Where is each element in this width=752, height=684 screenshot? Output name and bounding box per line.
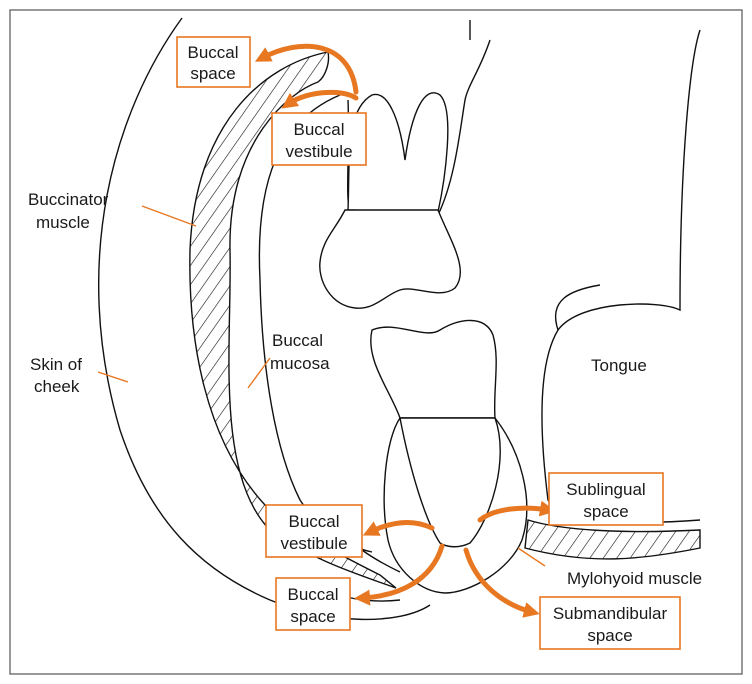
tongue-edge [556, 285, 600, 330]
arrow-to-lower-buccal-vestibule [370, 522, 432, 532]
label-buccal-vestibule-top-2: vestibule [285, 142, 352, 161]
label-sublingual-space-1: Sublingual [566, 480, 645, 499]
label-buccal-mucosa-2: mucosa [270, 354, 330, 373]
lower-tooth-root [400, 418, 500, 547]
arrow-to-sublingual-space [480, 508, 548, 520]
label-skin-of-cheek-2: cheek [34, 377, 80, 396]
label-mylohyoid-muscle: Mylohyoid muscle [567, 569, 702, 588]
label-buccal-space-bottom-1: Buccal [287, 585, 338, 604]
label-tongue: Tongue [591, 356, 647, 375]
label-buccal-space-bottom-2: space [290, 607, 335, 626]
label-buccal-vestibule-top-1: Buccal [293, 120, 344, 139]
leader-skin-of-cheek [98, 372, 128, 382]
lower-tooth-crown [371, 320, 496, 418]
label-sublingual-space-2: space [583, 502, 628, 521]
label-buccal-space-top-2: space [190, 64, 235, 83]
label-submandibular-space-1: Submandibular [553, 604, 668, 623]
label-buccinator-2: muscle [36, 213, 90, 232]
label-buccal-vestibule-bottom-1: Buccal [288, 512, 339, 531]
label-buccinator-1: Buccinator [28, 190, 109, 209]
arrow-to-upper-buccal-vestibule [288, 92, 356, 104]
label-buccal-mucosa-1: Buccal [272, 331, 323, 350]
label-submandibular-space-2: space [587, 626, 632, 645]
label-skin-of-cheek-1: Skin of [30, 355, 82, 374]
upper-tooth-crown [320, 210, 461, 308]
tongue-outline [542, 30, 700, 522]
arrow-to-submandibular-space [466, 550, 532, 612]
label-buccal-space-top-1: Buccal [187, 43, 238, 62]
mylohyoid-muscle-band [525, 520, 700, 559]
leader-buccinator [142, 206, 196, 226]
label-buccal-vestibule-bottom-2: vestibule [280, 534, 347, 553]
